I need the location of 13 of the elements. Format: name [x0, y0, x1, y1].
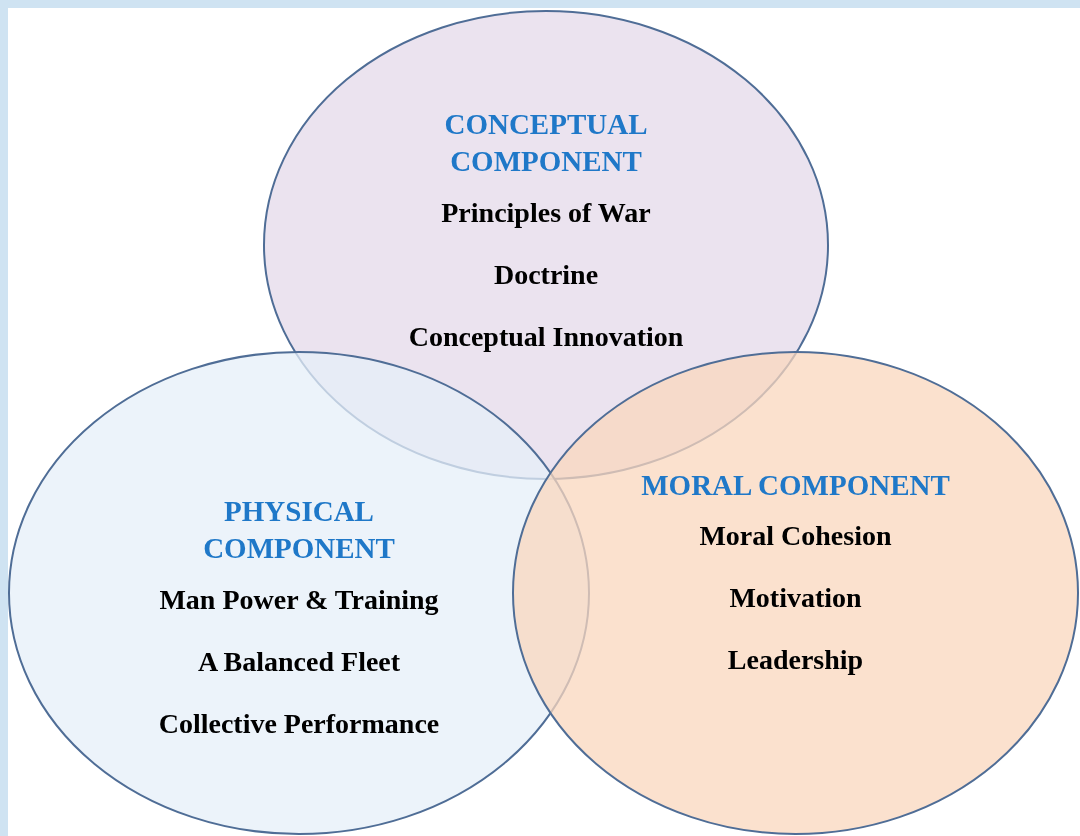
component-heading: CONCEPTUAL COMPONENT	[443, 107, 649, 179]
venn-circle	[512, 351, 1079, 835]
component-heading: MORAL COMPONENT	[641, 468, 950, 503]
component-item: Man Power & Training	[159, 583, 439, 617]
component-item: Motivation	[729, 581, 862, 615]
component-item: Leadership	[727, 643, 864, 677]
component-item: A Balanced Fleet	[197, 645, 401, 679]
component-heading: PHYSICAL COMPONENT	[202, 494, 396, 566]
component-item: Collective Performance	[158, 707, 440, 741]
component-item: Principles of War	[441, 196, 651, 230]
component-item: Moral Cohesion	[699, 519, 892, 553]
component-item: Conceptual Innovation	[408, 320, 684, 354]
component-item: Doctrine	[493, 258, 599, 292]
